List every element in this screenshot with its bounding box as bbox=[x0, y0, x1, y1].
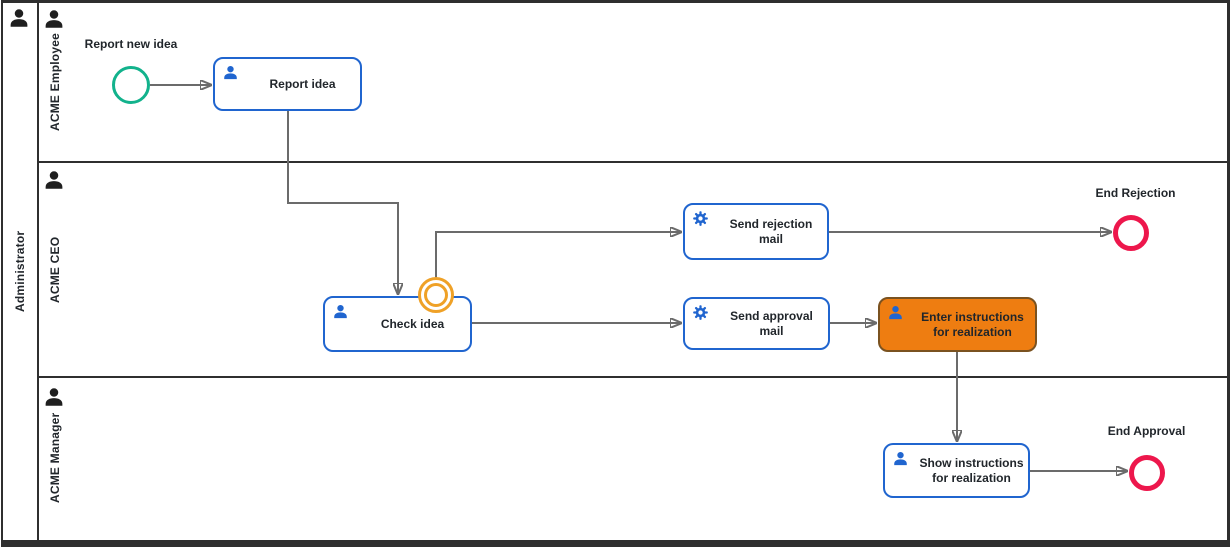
lane-label-acme-manager: ACME Manager bbox=[48, 412, 62, 504]
start-event-label: Report new idea bbox=[84, 37, 178, 51]
lane-divider bbox=[39, 376, 1228, 378]
task-label: Enter instructions for realization bbox=[921, 309, 1024, 339]
task-send-approval-mail[interactable]: Send approval mail bbox=[683, 297, 830, 350]
user-icon bbox=[893, 451, 908, 466]
lane-label-acme-employee: ACME Employee bbox=[48, 33, 62, 131]
task-report-idea[interactable]: Report idea bbox=[213, 57, 362, 111]
task-label: Show instructions for realization bbox=[919, 455, 1024, 485]
boundary-event-inner-ring bbox=[424, 283, 448, 307]
lane-divider bbox=[39, 161, 1228, 163]
lane-label-acme-ceo: ACME CEO bbox=[48, 236, 62, 303]
gear-icon bbox=[693, 211, 708, 226]
gear-icon bbox=[693, 305, 708, 320]
end-approval-event[interactable] bbox=[1129, 455, 1165, 491]
pool-label: Administrator bbox=[13, 230, 27, 312]
task-send-rejection-mail[interactable]: Send rejection mail bbox=[683, 203, 829, 260]
user-icon bbox=[223, 65, 238, 80]
task-enter-instructions-for-realization[interactable]: Enter instructions for realization bbox=[878, 297, 1037, 352]
pool-header-divider bbox=[37, 3, 39, 540]
start-event[interactable] bbox=[112, 66, 150, 104]
user-icon bbox=[888, 305, 903, 320]
task-label: Send approval mail bbox=[730, 308, 813, 338]
end-rejection-label: End Rejection bbox=[1095, 186, 1176, 200]
task-label: Send rejection mail bbox=[729, 216, 813, 246]
end-approval-label: End Approval bbox=[1107, 424, 1186, 438]
user-icon bbox=[333, 304, 348, 319]
task-show-instructions-for-realization[interactable]: Show instructions for realization bbox=[883, 443, 1030, 498]
task-label: Report idea bbox=[269, 76, 336, 91]
boundary-event[interactable] bbox=[418, 277, 454, 313]
end-rejection-event[interactable] bbox=[1113, 215, 1149, 251]
task-label: Check idea bbox=[380, 316, 445, 331]
